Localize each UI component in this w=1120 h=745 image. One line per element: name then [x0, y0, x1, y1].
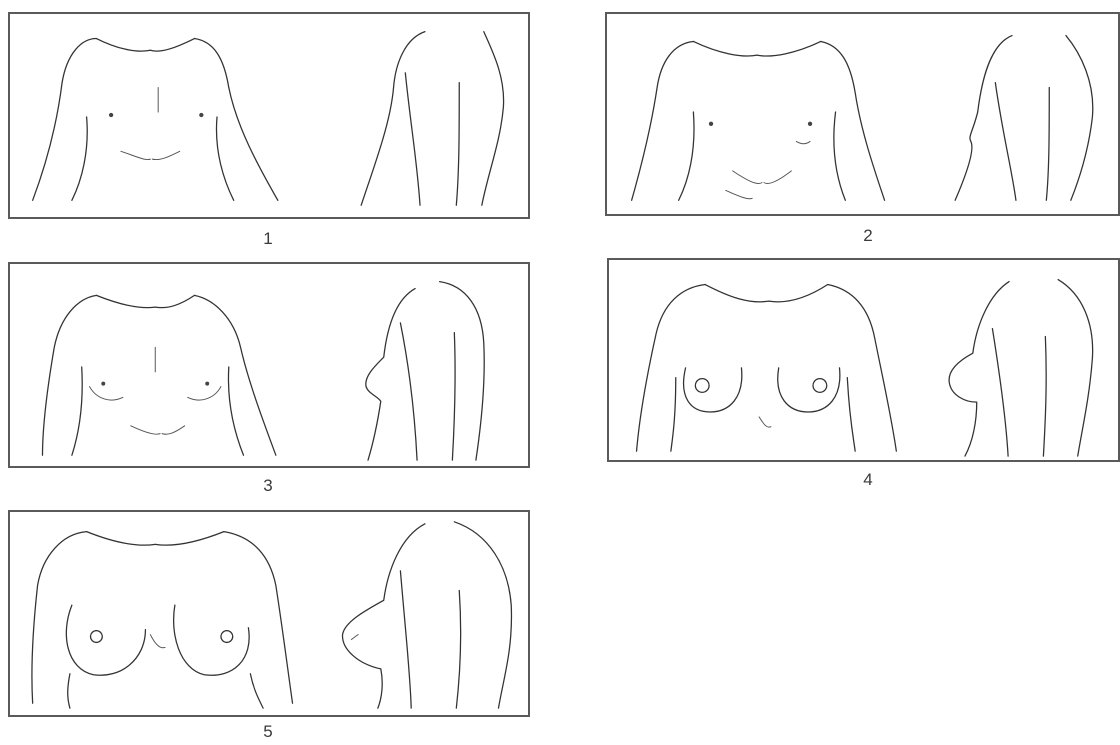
stage-3-illustration: [10, 264, 528, 466]
stage-4-front-view: [637, 285, 897, 452]
stage-4-panel: [607, 258, 1120, 462]
stage-3-front-view: [42, 295, 275, 455]
stage-4-label: 4: [848, 470, 888, 490]
stage-3-label: 3: [248, 476, 288, 496]
stage-5-illustration: [10, 512, 528, 715]
stage-1-illustration: [10, 14, 528, 217]
stage-2-label: 2: [848, 226, 888, 246]
stage-1-panel: [8, 12, 530, 219]
stage-4-side-view: [949, 280, 1093, 456]
stage-3-panel: [8, 262, 530, 468]
stage-4-illustration: [609, 260, 1118, 460]
stage-1-label: 1: [248, 229, 288, 249]
stage-5-side-view: [343, 522, 512, 708]
stage-1-side-view: [361, 32, 503, 206]
stage-1-front-view: [33, 39, 278, 201]
stage-5-panel: [8, 510, 530, 717]
stage-5-front-view: [32, 532, 293, 709]
stage-5-label: 5: [248, 722, 288, 742]
stage-2-front-view: [632, 41, 885, 200]
stage-2-illustration: [607, 14, 1118, 214]
stage-2-panel: [605, 12, 1120, 216]
stage-2-side-view: [955, 36, 1093, 201]
stage-3-side-view: [366, 282, 484, 460]
